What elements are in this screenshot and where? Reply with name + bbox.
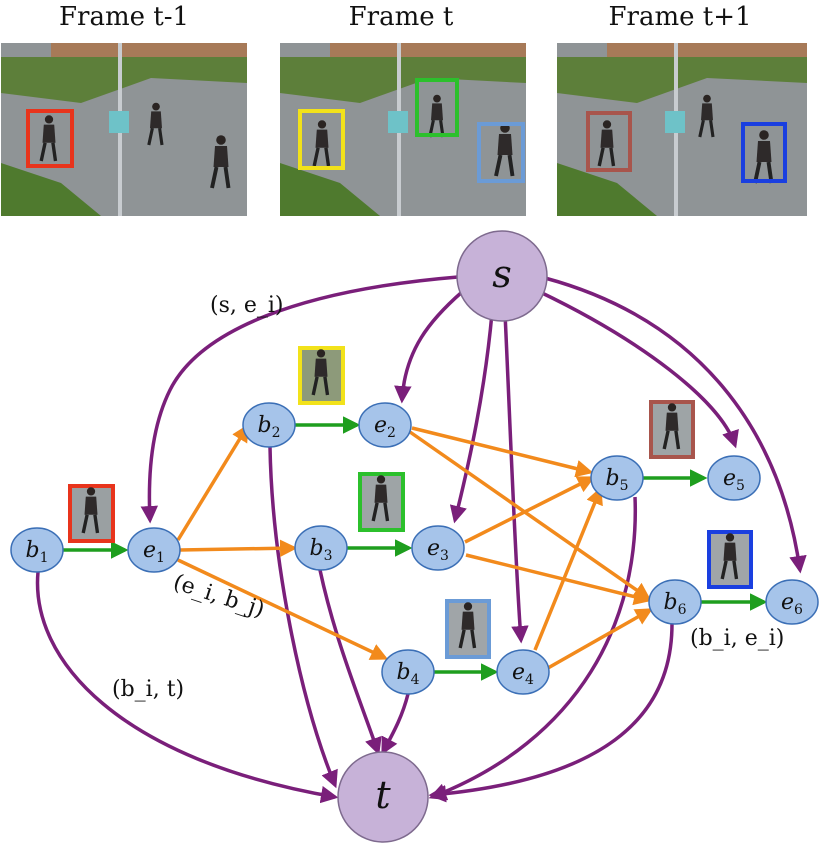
edge-e1-b2 (176, 424, 249, 541)
node-t: t (337, 751, 429, 843)
node-e2: e2 (358, 402, 412, 448)
video-frame-current (280, 43, 526, 216)
edge-b5-t (428, 496, 638, 801)
edge-s-e2 (394, 290, 464, 404)
edge-b1-t (35, 571, 339, 804)
node-e1: e1 (127, 527, 181, 573)
node-b1: b1 (10, 527, 64, 573)
edge-e2-b5 (411, 426, 594, 478)
edge-s-e5 (539, 290, 739, 449)
edge-e2-b6 (408, 430, 651, 601)
transition-edges (176, 424, 654, 670)
svg-text:e4: e4 (512, 660, 534, 688)
svg-text:b6: b6 (663, 590, 686, 618)
svg-text:e6: e6 (781, 590, 803, 618)
detection-box-brown (586, 111, 632, 172)
detection-box-red (26, 109, 74, 168)
thumbnail-lightblue (445, 599, 491, 659)
edge-b4-t (381, 693, 410, 756)
node-b5: b5 (590, 455, 644, 501)
sink-edges (35, 446, 674, 804)
svg-text:b2: b2 (257, 413, 280, 441)
svg-text:b1: b1 (25, 538, 48, 566)
detection-box-blue (741, 122, 787, 183)
edge-label-source: (s, e_i) (210, 293, 284, 318)
edge-e1-b3 (179, 539, 298, 557)
observation-edges (62, 416, 768, 681)
edge-s-e3 (449, 312, 494, 524)
frame-title-current: Frame t (349, 2, 454, 32)
edge-label-observation: (b_i, e_i) (690, 626, 784, 651)
thumbnail-green (358, 472, 405, 532)
node-s: s (456, 230, 548, 322)
node-b3: b3 (294, 525, 348, 571)
node-e6: e6 (765, 579, 819, 625)
node-e5: e5 (707, 455, 761, 501)
svg-text:e3: e3 (427, 536, 449, 564)
video-frame-prev (1, 43, 247, 216)
svg-text:s: s (492, 252, 512, 296)
thumbnail-brown (649, 400, 695, 459)
thumbnail-yellow (298, 346, 345, 405)
frame-title-next: Frame t+1 (608, 2, 751, 32)
svg-text:t: t (375, 773, 391, 817)
video-frame-next (557, 43, 807, 216)
edge-s-e6 (544, 276, 807, 574)
edge-s-e4 (503, 312, 529, 644)
edge-e4-b5 (533, 486, 603, 651)
node-b6: b6 (648, 579, 702, 625)
svg-text:b5: b5 (605, 466, 628, 494)
svg-text:e1: e1 (143, 538, 165, 566)
svg-text:b4: b4 (396, 660, 419, 688)
detection-box-yellow (298, 109, 345, 170)
node-e4: e4 (496, 649, 550, 695)
edge-e4-b6 (547, 608, 654, 670)
node-e3: e3 (411, 525, 465, 571)
detection-box-lightblue (477, 122, 525, 183)
thumbnail-red (68, 484, 115, 543)
source-edges (140, 275, 807, 644)
edge-b3-t (318, 569, 382, 756)
edge-b2-t (268, 446, 338, 789)
svg-text:b3: b3 (309, 536, 332, 564)
edge-e1-b4 (177, 558, 389, 660)
svg-text:e2: e2 (374, 413, 396, 441)
frame-title-prev: Frame t-1 (59, 2, 189, 32)
node-b4: b4 (381, 649, 435, 695)
edge-s-e1 (140, 275, 459, 524)
edge-label-sink: (b_i, t) (112, 677, 184, 702)
node-b2: b2 (242, 402, 296, 448)
edge-e3-b5 (464, 476, 596, 544)
edge-e3-b6 (465, 553, 652, 606)
thumbnail-blue (707, 530, 753, 589)
detection-box-green (415, 78, 459, 137)
svg-text:e5: e5 (723, 466, 745, 494)
edge-b6-t (428, 623, 674, 803)
